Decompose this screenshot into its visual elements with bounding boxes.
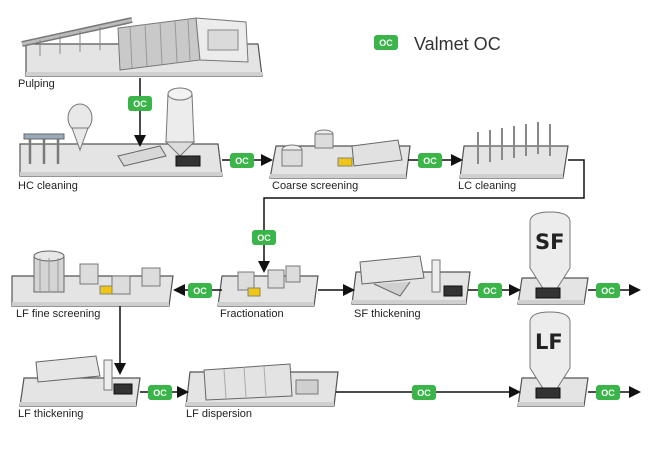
pulping-equipment	[21, 17, 249, 71]
svg-text:OC: OC	[483, 286, 497, 296]
lf-tower-label: LF	[535, 330, 563, 354]
lf-fine-screening-equipment	[33, 250, 161, 295]
svg-text:OC: OC	[417, 388, 431, 398]
label-sf-thickening: SF thickening	[354, 308, 421, 320]
label-lf-dispersion: LF dispersion	[186, 408, 253, 420]
coarse-screening-equipment	[281, 129, 403, 167]
svg-text:OC: OC	[423, 156, 437, 166]
fractionation-equipment	[237, 265, 301, 297]
lf-tower	[529, 311, 571, 399]
oc-badge-sf-tower: OC	[478, 283, 502, 298]
lc-cleaning-equipment	[477, 122, 551, 164]
oc-badge-hc-coarse: OC	[230, 153, 254, 168]
svg-text:OC: OC	[379, 38, 393, 48]
label-pulping: Pulping	[18, 78, 55, 90]
label-lf-thickening: LF thickening	[18, 408, 84, 420]
oc-badge-fractionation-in: OC	[252, 230, 276, 245]
svg-text:OC: OC	[193, 286, 207, 296]
oc-badge-lf-out: OC	[596, 385, 620, 400]
svg-text:OC: OC	[601, 388, 615, 398]
sf-tower-label: SF	[535, 230, 565, 254]
oc-badge-coarse-lc: OC	[418, 153, 442, 168]
svg-text:OC: OC	[601, 286, 615, 296]
oc-badge-lf-thickening: OC	[148, 385, 172, 400]
svg-text:OC: OC	[153, 388, 167, 398]
svg-text:OC: OC	[235, 156, 249, 166]
svg-text:OC: OC	[133, 99, 147, 109]
oc-badge-lf-fine: OC	[188, 283, 212, 298]
label-hc-cleaning: HC cleaning	[18, 180, 78, 192]
hc-cleaning-equipment	[23, 87, 201, 167]
arrow-lc-to-fractionation	[258, 159, 585, 273]
lf-thickening-equipment	[35, 355, 133, 395]
label-lf-fine-screening: LF fine screening	[16, 308, 101, 320]
lf-dispersion-equipment	[203, 363, 319, 401]
label-coarse-screening: Coarse screening	[272, 180, 359, 192]
oc-badge-pulping: OC	[128, 96, 152, 111]
oc-badge-sf-out: OC	[596, 283, 620, 298]
svg-text:OC: OC	[257, 233, 271, 243]
oc-badge-legend: OC	[374, 35, 398, 50]
sf-thickening-equipment	[359, 255, 463, 297]
oc-badge-lf-dispersion: OC	[412, 385, 436, 400]
label-fractionation: Fractionation	[220, 308, 284, 320]
sf-tower	[529, 211, 571, 299]
label-lc-cleaning: LC cleaning	[458, 180, 517, 192]
legend-label: Valmet OC	[414, 34, 501, 54]
